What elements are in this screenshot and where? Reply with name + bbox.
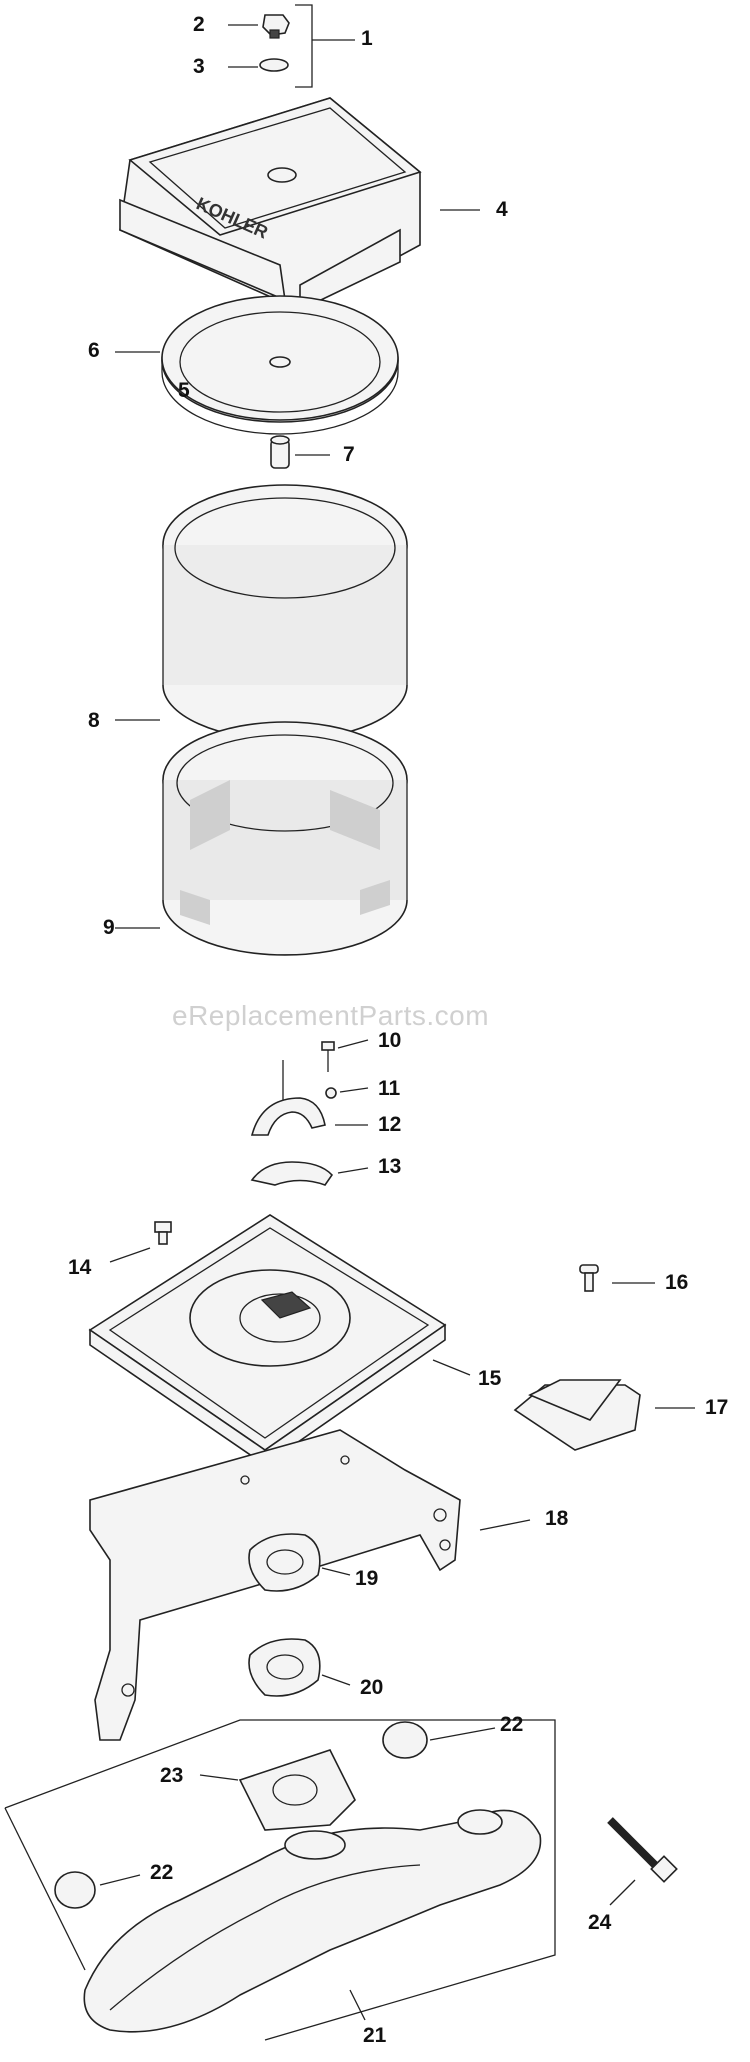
part-23-gasket [238, 1749, 356, 1831]
part-12-bracket [250, 1060, 326, 1136]
part-3-o-ring [259, 58, 289, 72]
part-7-spacer [270, 435, 290, 469]
watermark: eReplacementParts.com [172, 1000, 490, 1031]
callout-19: 19 [355, 1567, 379, 1590]
callout-3: 3 [193, 55, 205, 78]
part-2-knob [262, 14, 290, 39]
part-8-foam-element [162, 484, 408, 741]
part-11-washer [325, 1087, 337, 1099]
callout-7: 7 [343, 443, 355, 466]
part-20-gasket [248, 1638, 321, 1697]
callout-22-lower: 22 [150, 1861, 174, 1884]
callout-17: 17 [705, 1396, 729, 1419]
callout-1: 1 [361, 27, 373, 50]
callout-9: 9 [103, 916, 115, 939]
part-10-bolt [321, 1041, 335, 1072]
part-19-gasket [248, 1533, 321, 1592]
callout-11: 11 [378, 1077, 401, 1100]
part-13-gasket [250, 1161, 334, 1186]
part-15-base-plate [88, 1214, 447, 1466]
part-9-paper-element [162, 721, 408, 956]
callout-22-upper: 22 [500, 1713, 524, 1736]
part-24-bolt [607, 1817, 678, 1883]
callout-2: 2 [193, 13, 205, 36]
part-22-o-ring-lower [54, 1871, 96, 1909]
callout-18: 18 [545, 1507, 569, 1530]
part-16-screw [579, 1264, 599, 1292]
callout-12: 12 [378, 1113, 402, 1136]
callout-14: 14 [68, 1256, 92, 1279]
part-4-cover: KOHLER [119, 97, 422, 312]
callout-6: 6 [88, 339, 100, 362]
callout-20: 20 [360, 1676, 384, 1699]
callout-13: 13 [378, 1155, 402, 1178]
part-22-o-ring-upper [382, 1721, 428, 1759]
callout-24: 24 [588, 1911, 612, 1934]
part-17-seal [513, 1379, 641, 1451]
part-21-intake-manifold [83, 1809, 542, 2033]
callout-4: 4 [496, 198, 508, 221]
callout-10: 10 [378, 1029, 402, 1052]
callout-8: 8 [88, 709, 100, 732]
part-14-bolt [154, 1221, 172, 1245]
callout-23: 23 [160, 1764, 184, 1787]
callout-21: 21 [363, 2024, 387, 2047]
callout-16: 16 [665, 1271, 689, 1294]
part-6-precleaner [161, 295, 399, 435]
callout-15: 15 [478, 1367, 502, 1390]
callout-5: 5 [178, 379, 190, 402]
